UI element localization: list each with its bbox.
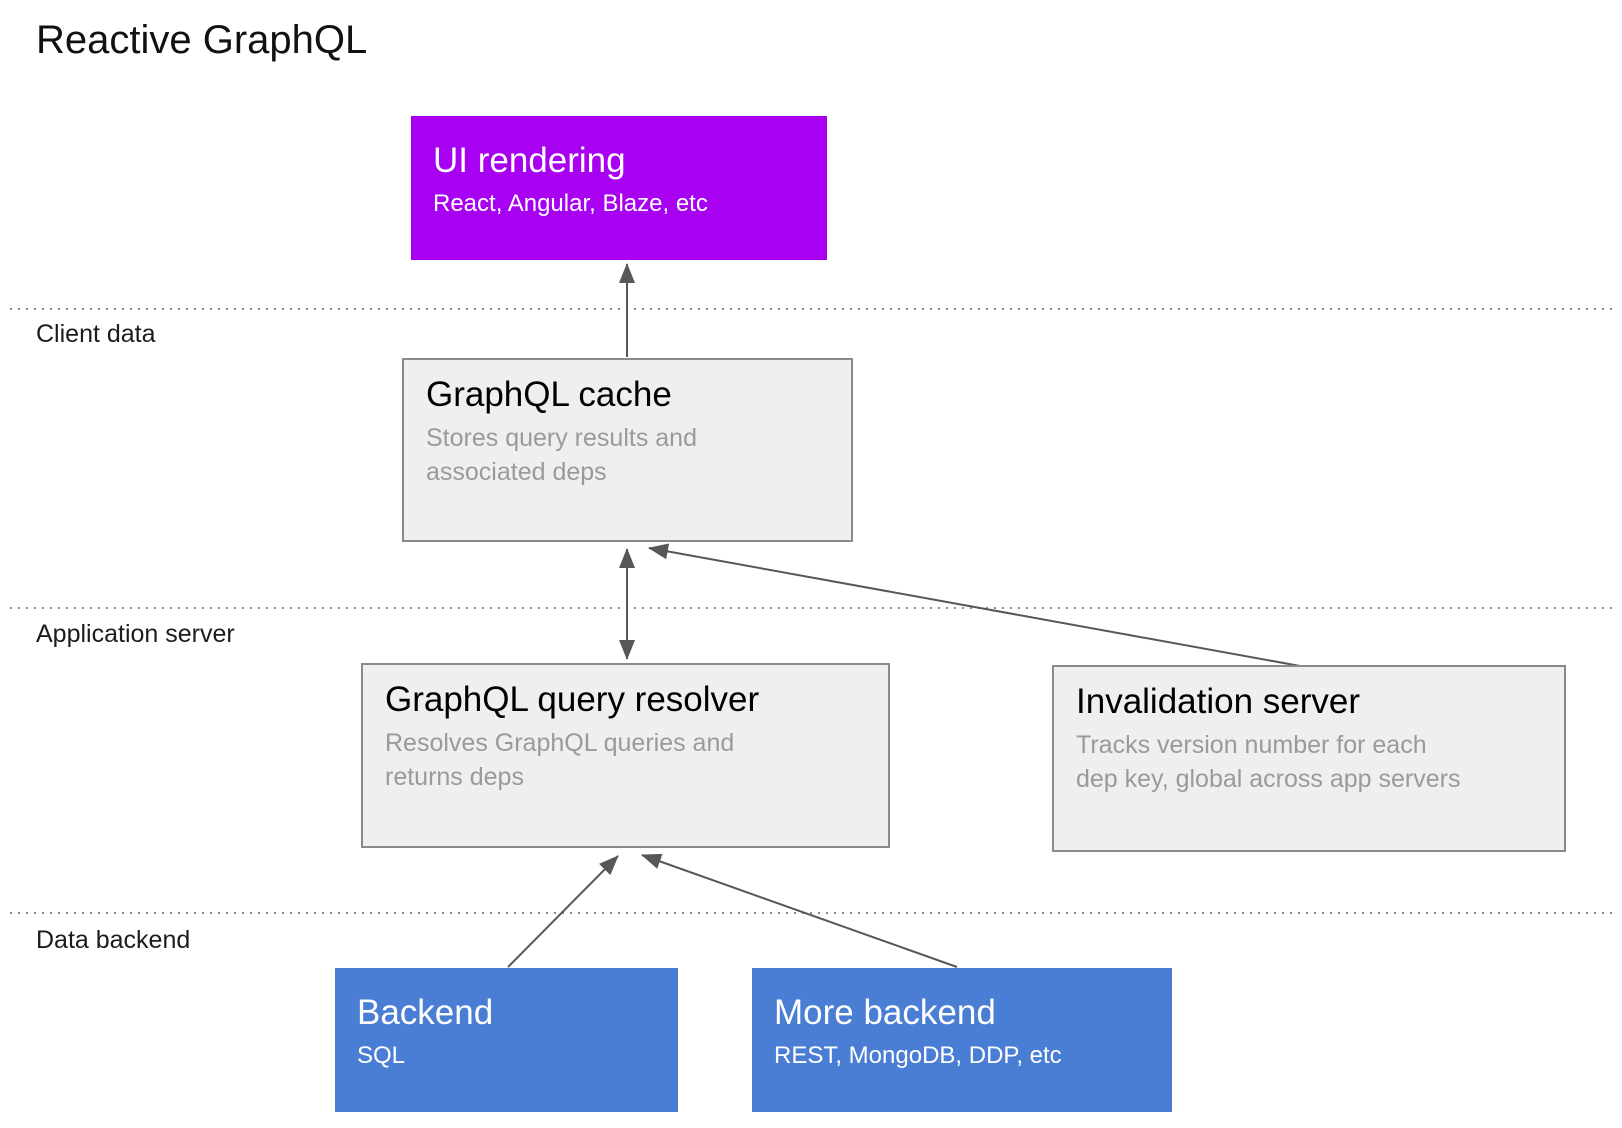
node-graphql-query-resolver: GraphQL query resolver Resolves GraphQL … xyxy=(361,663,890,848)
node-more-backend-title: More backend xyxy=(774,993,996,1032)
node-graphql-cache-subtitle: Stores query results and associated deps xyxy=(426,424,697,486)
node-ui-rendering-title: UI rendering xyxy=(433,141,626,180)
page-title: Reactive GraphQL xyxy=(36,18,368,62)
node-backend-subtitle: SQL xyxy=(357,1042,406,1069)
node-graphql-query-resolver-subtitle: Resolves GraphQL queries and returns dep… xyxy=(385,729,735,791)
node-invalidation-server-title: Invalidation server xyxy=(1076,682,1361,721)
node-invalidation-server-subtitle: Tracks version number for each dep key, … xyxy=(1076,731,1461,793)
lane-label-data-backend: Data backend xyxy=(36,926,191,954)
node-backend: Backend SQL xyxy=(335,968,678,1112)
node-graphql-query-resolver-title: GraphQL query resolver xyxy=(385,680,760,719)
lane-divider-client-data xyxy=(10,308,1612,310)
edge-more-backend-to-resolver xyxy=(641,853,958,968)
lane-label-client-data: Client data xyxy=(36,320,156,348)
node-more-backend-subtitle: REST, MongoDB, DDP, etc xyxy=(774,1042,1062,1069)
lane-divider-application-server xyxy=(10,607,1612,609)
node-ui-rendering: UI rendering React, Angular, Blaze, etc xyxy=(411,116,827,260)
lane-divider-data-backend xyxy=(10,912,1612,914)
node-backend-title: Backend xyxy=(357,993,494,1032)
node-graphql-cache-title: GraphQL cache xyxy=(426,375,672,414)
lane-label-application-server: Application server xyxy=(36,620,235,648)
node-more-backend: More backend REST, MongoDB, DDP, etc xyxy=(752,968,1172,1112)
node-invalidation-server: Invalidation server Tracks version numbe… xyxy=(1052,665,1566,852)
node-ui-rendering-subtitle: React, Angular, Blaze, etc xyxy=(433,190,708,217)
node-graphql-cache: GraphQL cache Stores query results and a… xyxy=(402,358,853,542)
